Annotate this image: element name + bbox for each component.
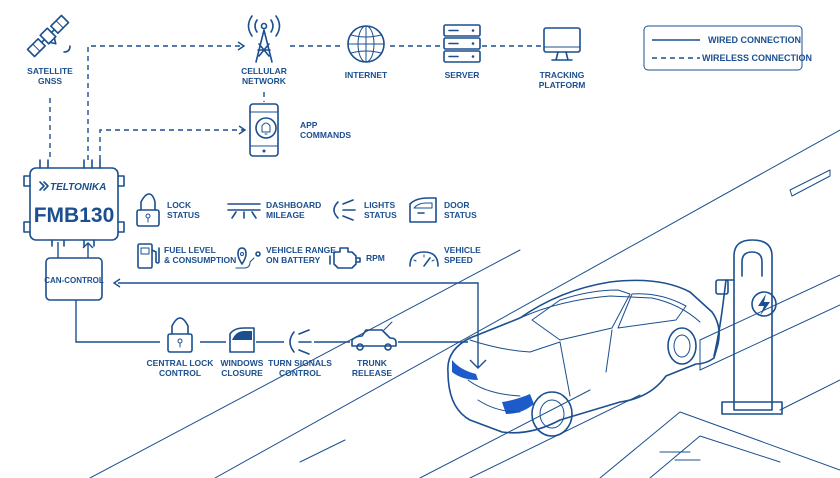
app-label-2: COMMANDS — [300, 130, 351, 140]
cellular-node: CELLULAR NETWORK — [241, 15, 287, 86]
vehicle-range-label-2: ON BATTERY — [266, 255, 321, 265]
car-illustration — [447, 279, 720, 437]
dashboard-mileage-label-1: DASHBOARD — [266, 200, 321, 210]
turn-signals-label-2: CONTROL — [279, 368, 321, 378]
feature-fuel-level: FUEL LEVEL & CONSUMPTION — [137, 243, 236, 269]
speedometer-icon — [409, 251, 439, 267]
server-label: SERVER — [445, 70, 480, 80]
tracking-label-2: PLATFORM — [539, 80, 586, 90]
app-label-1: APP — [300, 120, 318, 130]
connection-lines — [49, 41, 542, 369]
feature-rpm: RPM — [329, 247, 385, 269]
windows-closure-label-1: WINDOWS — [221, 358, 264, 368]
door-icon — [409, 197, 437, 223]
can-control-label: CAN-CONTROL — [44, 276, 104, 285]
satellite-label-2: GNSS — [38, 76, 62, 86]
lights-icon — [333, 199, 356, 221]
rpm-label: RPM — [366, 253, 385, 263]
feature-lock-status: LOCK STATUS — [136, 193, 200, 227]
lock-status-label-1: LOCK — [167, 200, 192, 210]
legend-wired-label: WIRED CONNECTION — [708, 35, 801, 45]
feature-vehicle-range: VEHICLE RANGE ON BATTERY — [235, 245, 336, 269]
cellular-label-1: CELLULAR — [241, 66, 287, 76]
server-icon — [443, 24, 481, 63]
legend-box — [643, 25, 803, 71]
internet-label: INTERNET — [345, 70, 388, 80]
vehicle-speed-label-1: VEHICLE — [444, 245, 481, 255]
app-node: APP COMMANDS — [249, 103, 351, 157]
cellular-label-2: NETWORK — [242, 76, 287, 86]
tracking-label-1: TRACKING — [540, 70, 585, 80]
control-turn-signals: TURN SIGNALS CONTROL — [268, 329, 332, 378]
charging-station — [713, 239, 783, 415]
lights-status-label-2: STATUS — [364, 210, 397, 220]
server-node: SERVER — [443, 24, 481, 80]
trunk-release-label-1: TRUNK — [357, 358, 388, 368]
window-icon — [229, 327, 255, 353]
windows-closure-label-2: CLOSURE — [221, 368, 263, 378]
turn-signals-label-1: TURN SIGNALS — [268, 358, 332, 368]
satellite-icon — [26, 14, 70, 58]
smartphone-icon — [249, 103, 279, 157]
road-background — [89, 129, 840, 478]
lightning-bolt-icon — [758, 294, 770, 316]
tracking-node: TRACKING PLATFORM — [539, 27, 586, 90]
feature-dashboard-mileage: DASHBOARD MILEAGE — [227, 200, 321, 220]
lock-status-label-2: STATUS — [167, 210, 200, 220]
vehicle-range-label-1: VEHICLE RANGE — [266, 245, 336, 255]
dashboard-mileage-label-2: MILEAGE — [266, 210, 305, 220]
can-control-box — [45, 257, 103, 301]
device-body — [29, 167, 119, 241]
cell-tower-icon — [247, 15, 281, 63]
lights-status-label-1: LIGHTS — [364, 200, 395, 210]
teltonika-logo-icon — [39, 181, 49, 191]
control-trunk-release: TRUNK RELEASE — [351, 321, 397, 378]
monitor-icon — [543, 27, 581, 61]
central-lock-label-1: CENTRAL LOCK — [147, 358, 215, 368]
dashboard-mileage-icon — [227, 203, 261, 219]
trunk-icon — [351, 321, 397, 351]
fuel-level-label-2: & CONSUMPTION — [164, 255, 236, 265]
feature-door-status: DOOR STATUS — [409, 197, 477, 223]
satellite-node: SATELLITE GNSS — [26, 14, 73, 86]
turn-signal-icon — [289, 329, 312, 355]
feature-lights-status: LIGHTS STATUS — [333, 199, 397, 221]
trunk-release-label-2: RELEASE — [352, 368, 392, 378]
fuel-level-label-1: FUEL LEVEL — [164, 245, 216, 255]
door-status-label-2: STATUS — [444, 210, 477, 220]
globe-icon — [347, 25, 385, 63]
legend: WIRED CONNECTION WIRELESS CONNECTION — [643, 25, 812, 71]
device-model: FMB130 — [34, 204, 115, 227]
vehicle-speed-label-2: SPEED — [444, 255, 473, 265]
control-windows-closure: WINDOWS CLOSURE — [221, 327, 264, 378]
internet-node: INTERNET — [345, 25, 388, 80]
route-icon — [235, 247, 261, 269]
door-status-label-1: DOOR — [444, 200, 470, 210]
fuel-pump-icon — [137, 243, 160, 269]
can-control-node: CAN-CONTROL — [44, 257, 104, 301]
car-headlight-left — [452, 360, 478, 380]
legend-wireless-label: WIRELESS CONNECTION — [702, 53, 812, 63]
engine-icon — [329, 247, 361, 269]
central-lock-label-2: CONTROL — [159, 368, 201, 378]
satellite-signal-icon — [63, 45, 71, 53]
car-headlight-right — [502, 394, 534, 414]
control-central-lock: CENTRAL LOCK CONTROL — [147, 317, 215, 378]
device-brand: TELTONIKA — [50, 182, 106, 193]
feature-vehicle-speed: VEHICLE SPEED — [409, 245, 481, 267]
fmb130-device: TELTONIKA FMB130 — [23, 159, 125, 247]
satellite-label-1: SATELLITE — [27, 66, 73, 76]
central-lock-icon — [167, 317, 193, 353]
lock-icon — [136, 193, 160, 227]
